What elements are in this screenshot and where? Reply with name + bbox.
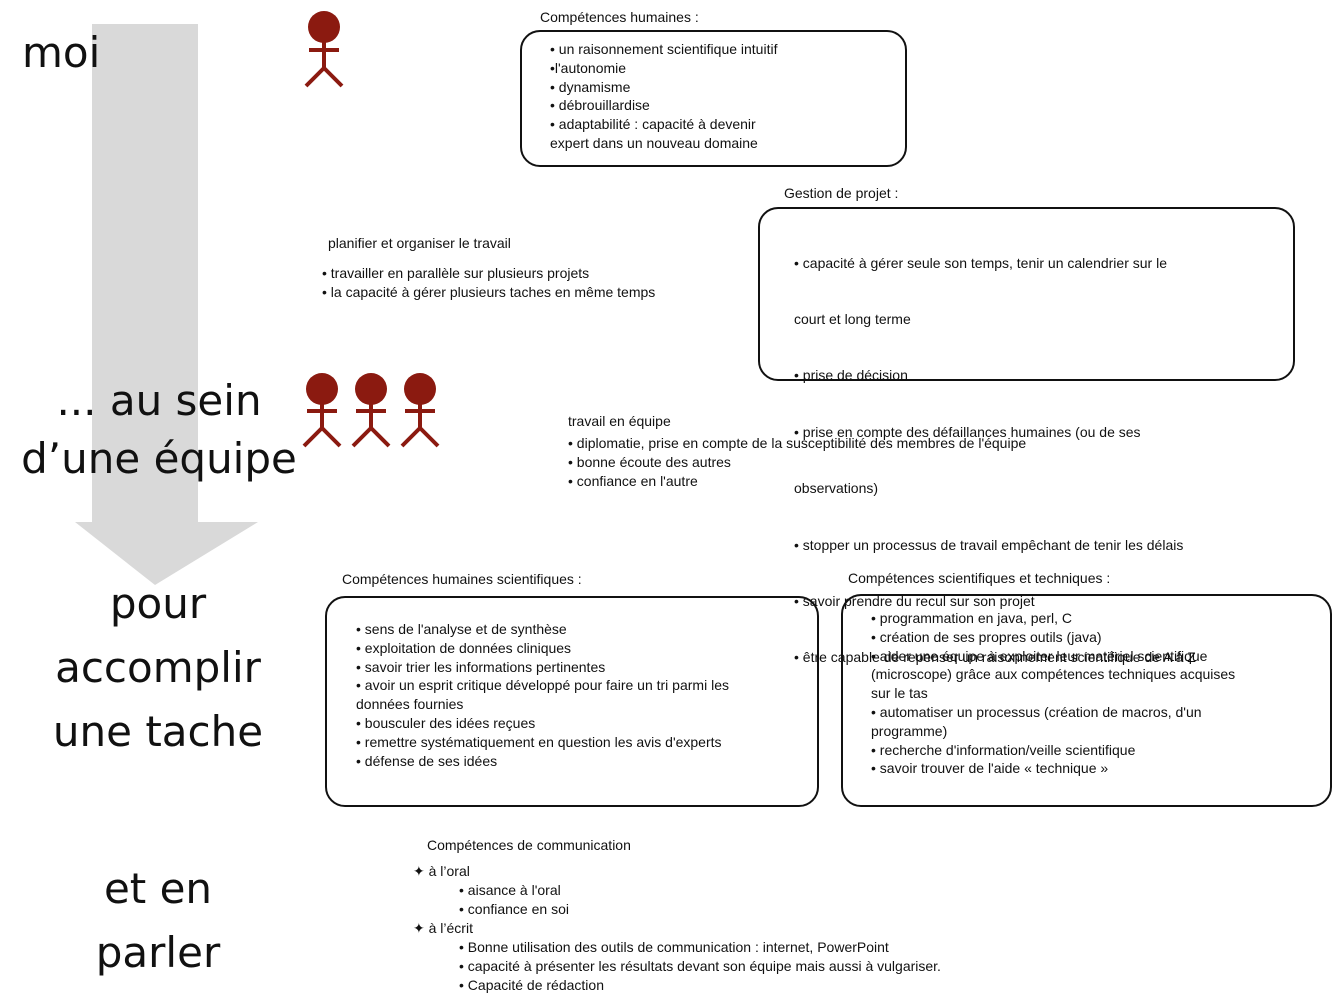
list-item: • recherche d'information/veille scienti…: [871, 741, 1136, 758]
sci-human-list: • sens de l'analyse et de synthèse • exp…: [356, 620, 729, 770]
list-item: • automatiser un processus (création de …: [871, 703, 1202, 720]
oral-label: ✦ à l’oral: [413, 863, 470, 879]
list-item: • adaptabilité : capacité à devenir: [550, 116, 756, 133]
label-au-sein-equipe: ... au sein d’une équipe: [21, 376, 297, 483]
label-en-parler: et en parler: [95, 864, 221, 977]
list-item: • remettre systématiquement en question …: [356, 733, 722, 750]
human-skills-list: • un raisonnement scientifique intuitif …: [550, 40, 777, 153]
list-item: programme): [871, 722, 948, 739]
teamwork-list: • diplomatie, prise en compte de la susc…: [568, 434, 1026, 490]
communication-title: Compétences de communication: [427, 837, 631, 853]
sci-tech-list: • programmation en java, perl, C • créat…: [871, 609, 1235, 778]
list-item: • savoir trier les informations pertinen…: [356, 658, 606, 675]
list-item: • travailler en parallèle sur plusieurs …: [322, 265, 590, 281]
list-item: • confiance en soi: [459, 901, 569, 917]
list-item: • aisance à l'oral: [459, 882, 561, 898]
list-item: • exploitation de données cliniques: [356, 639, 572, 656]
human-skills-box: [520, 30, 907, 167]
list-item: • un raisonnement scientifique intuitif: [550, 41, 778, 57]
list-item: • programmation en java, perl, C: [871, 610, 1072, 626]
label-moi: moi: [22, 28, 101, 77]
list-item: •l'autonomie: [550, 59, 627, 76]
list-item: sur le tas: [871, 685, 928, 702]
sci-human-title: Compétences humaines scientifiques :: [342, 571, 582, 587]
list-item: • capacité à présenter les résultats dev…: [459, 958, 941, 974]
list-item: • stopper un processus de travail empêch…: [794, 536, 1184, 553]
list-item: • bonne écoute des autres: [568, 453, 731, 470]
list-item: • capacité à gérer seule son temps, teni…: [794, 254, 1167, 271]
list-item: • défense de ses idées: [356, 752, 498, 769]
list-item: • aider une équipe à exploiter leur maté…: [871, 647, 1208, 664]
list-item: • création de ses propres outils (java): [871, 628, 1102, 645]
list-item: court et long terme: [794, 310, 911, 327]
list-item: • prise de décision: [794, 367, 908, 384]
list-item: données fournies: [356, 696, 464, 713]
person-icon: [304, 11, 344, 88]
plan-list: • travailler en parallèle sur plusieurs …: [322, 264, 655, 302]
list-item: • bousculer des idées reçues: [356, 714, 536, 731]
list-item: • avoir un esprit critique développé pou…: [356, 677, 729, 694]
teamwork-title: travail en équipe: [568, 413, 671, 429]
list-item: • sens de l'analyse et de synthèse: [356, 621, 567, 637]
sci-human-box: [325, 596, 819, 807]
list-item: • savoir trouver de l'aide « technique »: [871, 760, 1109, 777]
team-icon: [302, 373, 440, 448]
list-item: expert dans un nouveau domaine: [550, 134, 758, 151]
sci-tech-title: Compétences scientifiques et techniques …: [848, 570, 1111, 586]
sci-tech-box: [841, 594, 1332, 807]
list-item: • la capacité à gérer plusieurs taches e…: [322, 283, 656, 300]
list-item: (microscope) grâce aux compétences techn…: [871, 666, 1236, 683]
list-item: • prise en compte des défaillances humai…: [794, 423, 1141, 440]
list-item: • être capable de repenser un raisonneme…: [794, 649, 1196, 666]
communication-list: ✦ à l’oral • aisance à l'oral • confianc…: [413, 862, 941, 995]
list-item: • diplomatie, prise en compte de la susc…: [568, 435, 1027, 451]
human-skills-title: Compétences humaines :: [540, 9, 699, 25]
list-item: • Bonne utilisation des outils de commun…: [459, 939, 889, 955]
list-item: • confiance en l'autre: [568, 472, 698, 489]
project-title: Gestion de projet :: [784, 185, 899, 201]
list-item: • débrouillardise: [550, 97, 650, 114]
list-item: • dynamisme: [550, 78, 631, 95]
label-accomplir-tache: pour accomplir une tache: [52, 579, 264, 756]
list-item: observations): [794, 480, 879, 497]
list-item: • Capacité de rédaction: [459, 977, 604, 993]
project-box: [758, 207, 1295, 381]
written-label: ✦ à l’écrit: [413, 920, 473, 936]
plan-title: planifier et organiser le travail: [328, 235, 511, 251]
